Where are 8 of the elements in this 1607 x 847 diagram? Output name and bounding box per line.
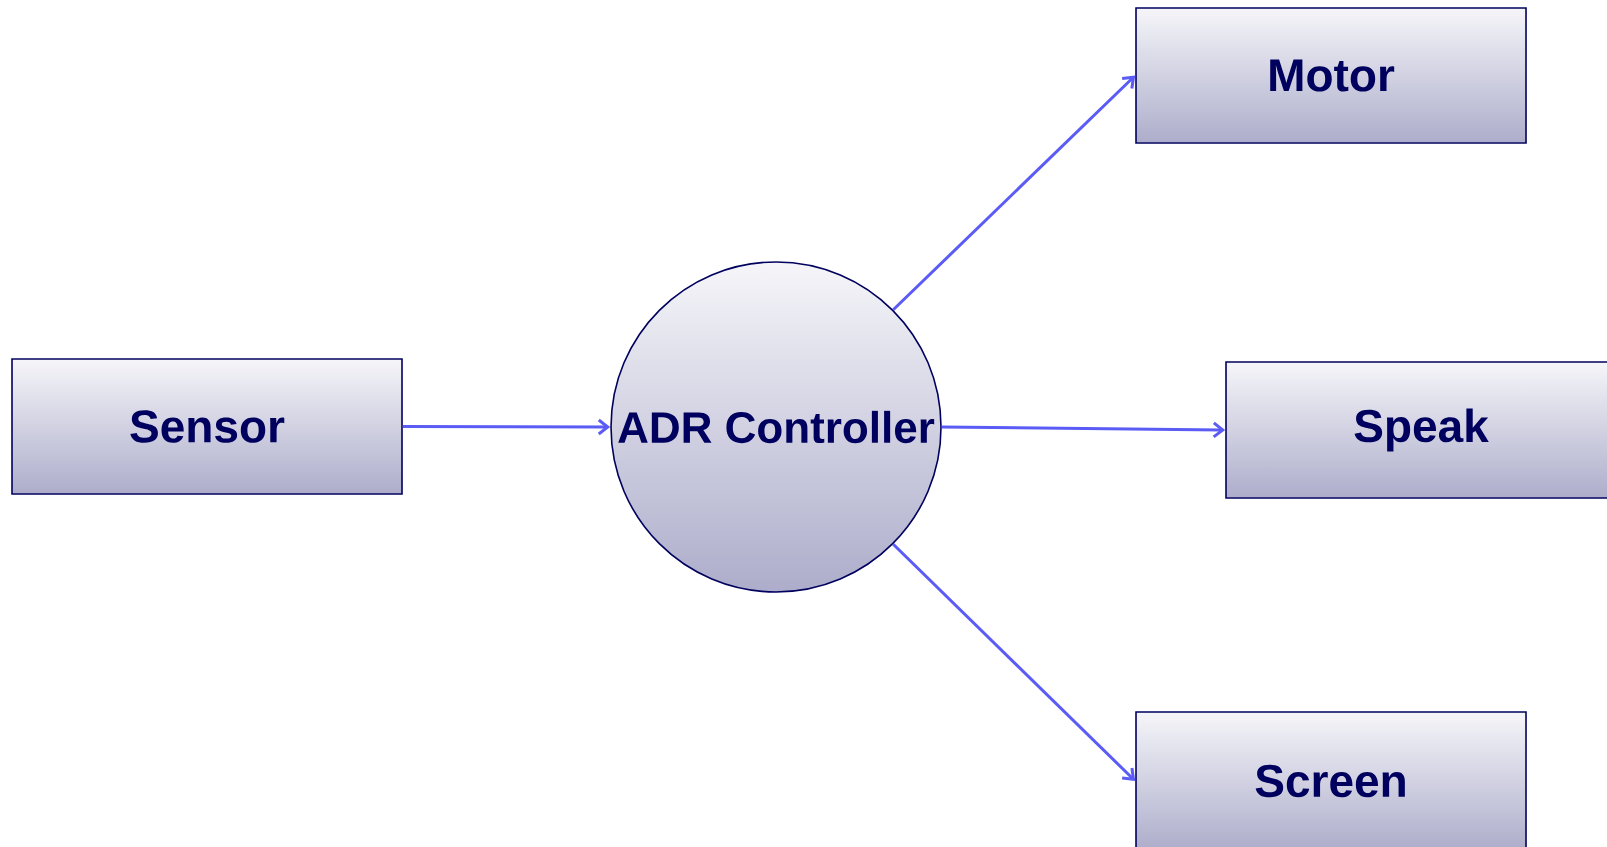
output-box: Screen [1135,711,1527,847]
sensor-box: Sensor [11,358,403,495]
arrow [402,418,611,436]
arrow [892,543,1136,781]
arrow [892,75,1136,311]
output-box: Motor [1135,7,1527,144]
arrow [941,421,1226,439]
output-box: Speak [1225,361,1607,499]
